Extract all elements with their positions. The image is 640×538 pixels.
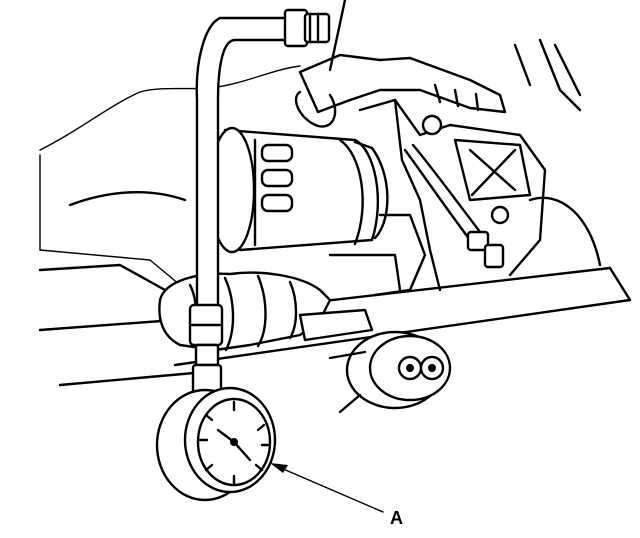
callout-label-a: A — [390, 508, 403, 528]
engine-block-right — [328, 0, 602, 297]
vehicle-body-outline — [38, 65, 301, 387]
pulley — [328, 330, 452, 414]
oil-filter — [208, 126, 389, 254]
pressure-gauge — [155, 386, 277, 502]
gauge-hose — [188, 8, 331, 395]
upper-hose — [294, 53, 507, 128]
callout-a-leader — [270, 463, 384, 513]
